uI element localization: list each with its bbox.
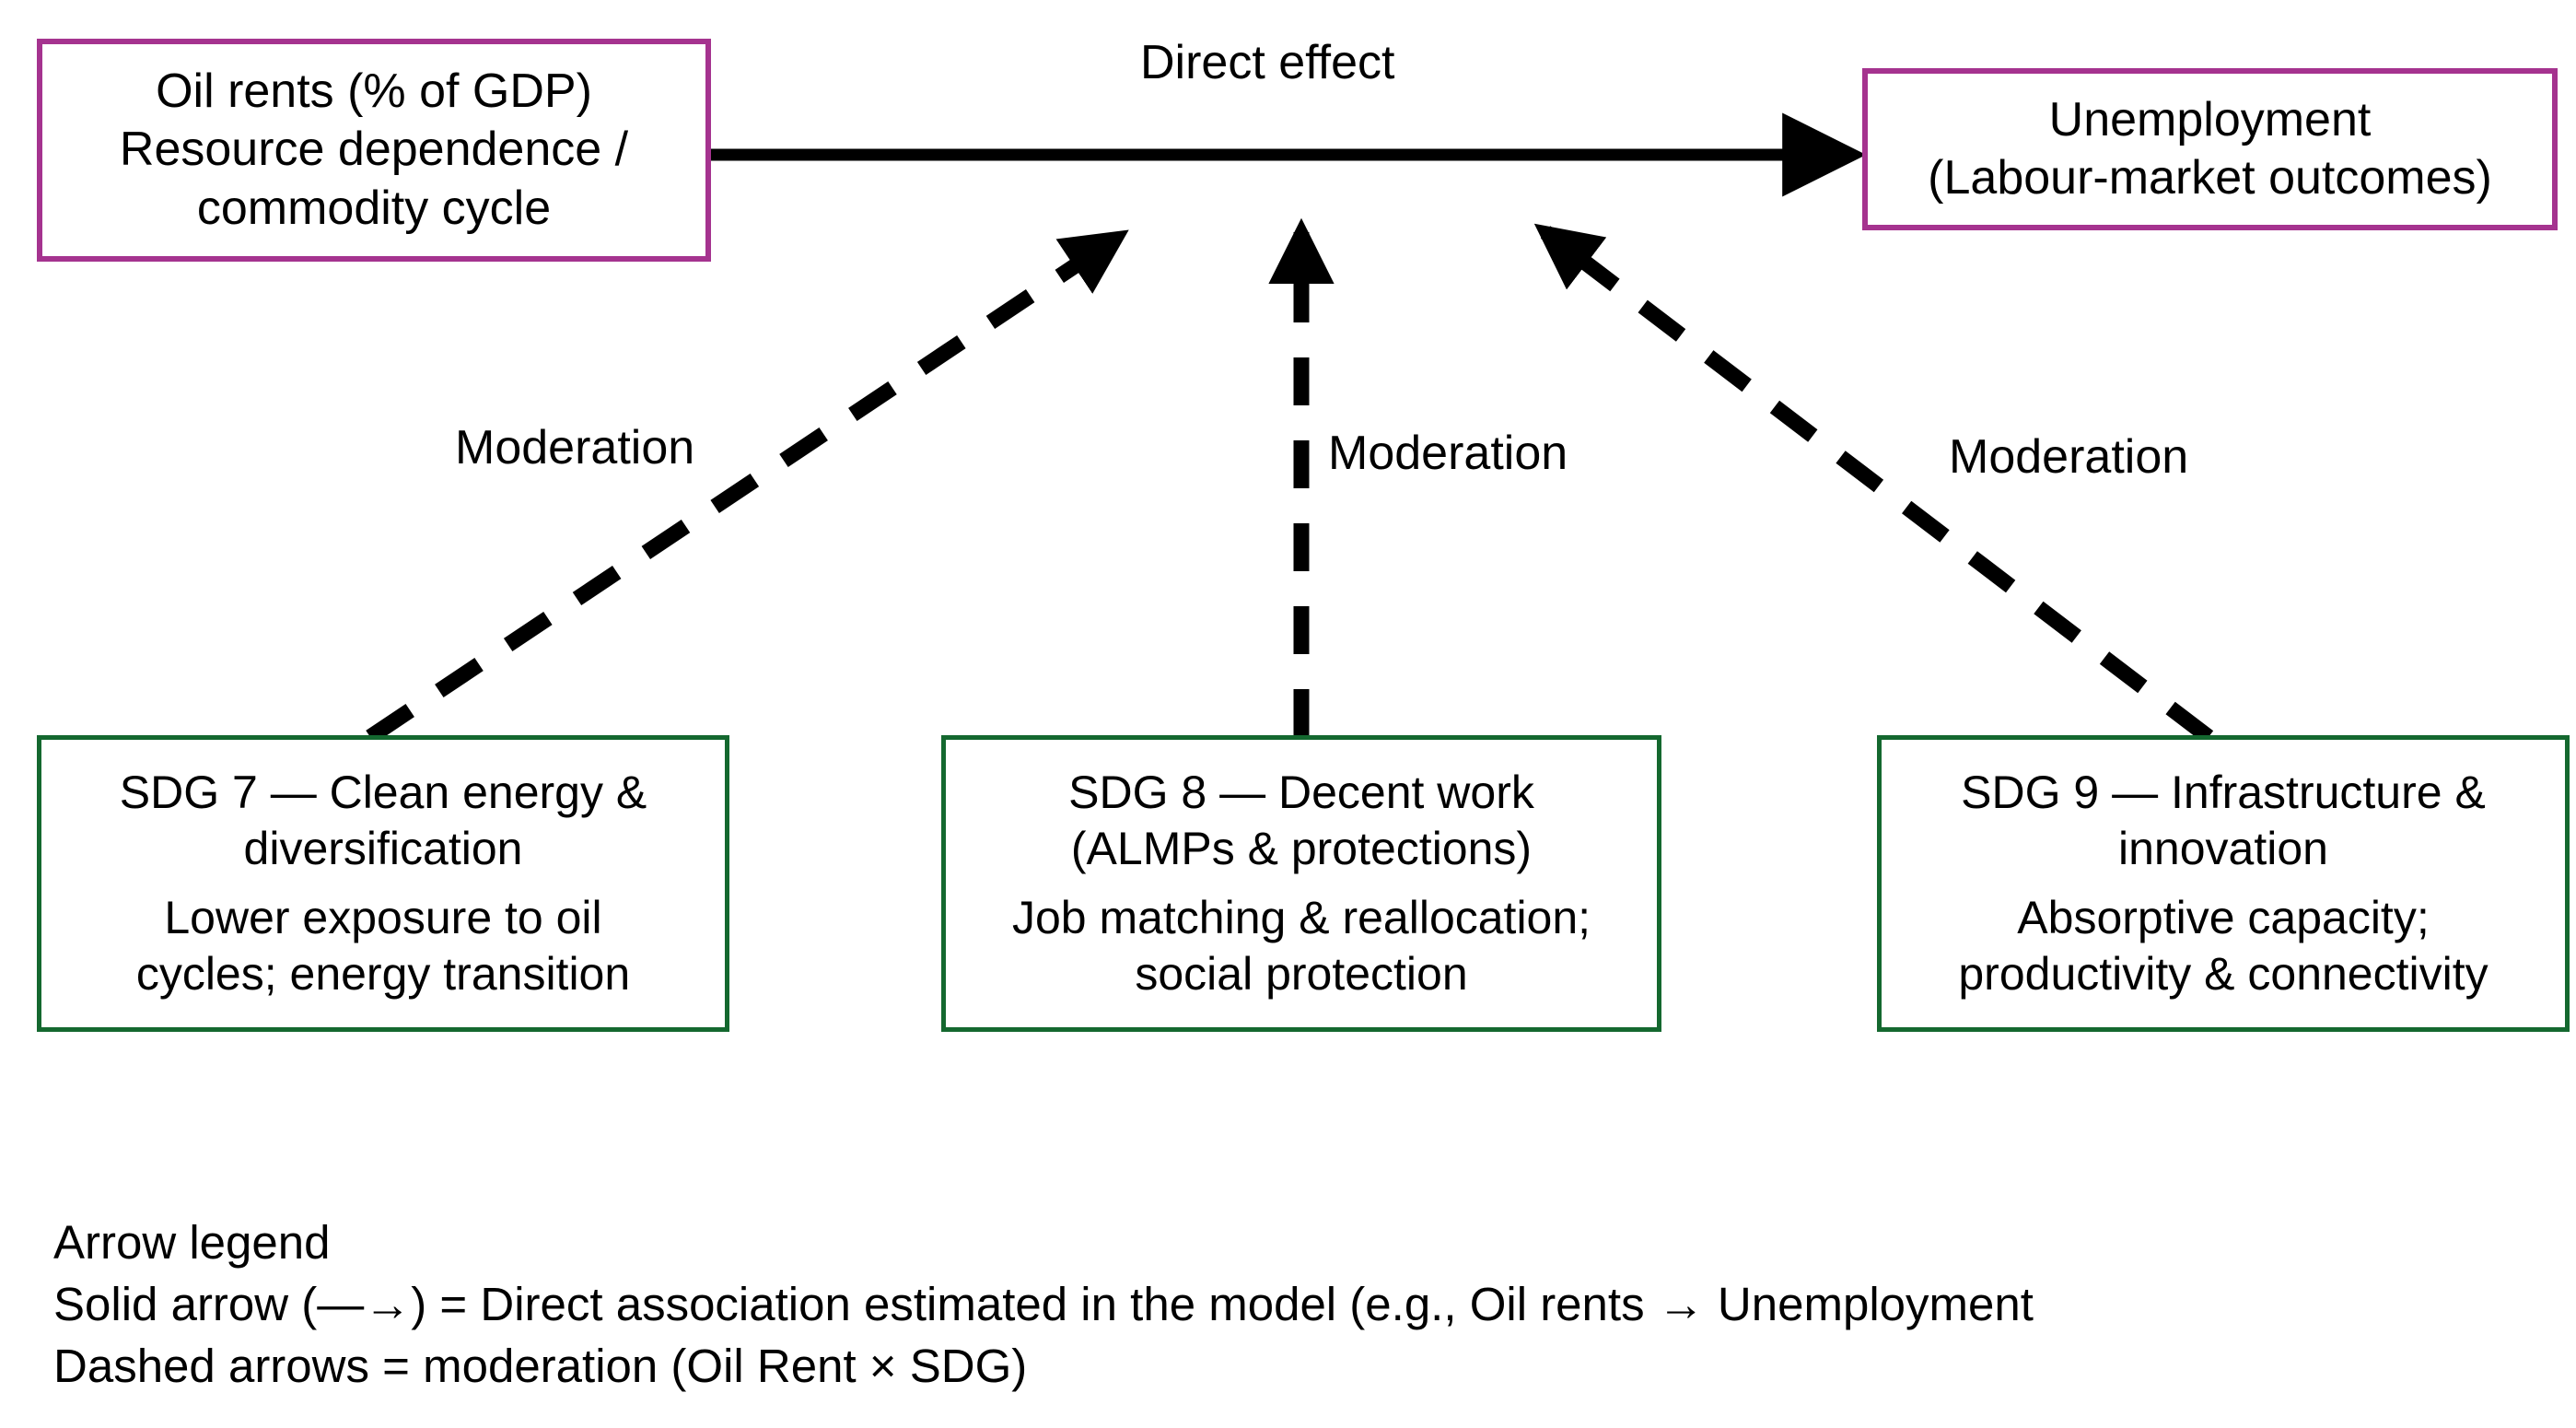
box-oil-rents-line2: Resource dependence / <box>119 123 629 177</box>
box-sdg9-line4: productivity & connectivity <box>1958 948 2489 1000</box>
legend-heading: Arrow legend <box>53 1216 331 1269</box>
box-oil-rents: Oil rents (% of GDP) Resource dependence… <box>37 39 711 262</box>
box-sdg7-line2: diversification <box>243 823 523 874</box>
box-oil-rents-line1: Oil rents (% of GDP) <box>156 64 592 118</box>
box-sdg8: SDG 8 — Decent work (ALMPs & protections… <box>941 735 1661 1032</box>
box-sdg7-line1: SDG 7 — Clean energy & <box>119 767 647 818</box>
box-sdg8-line1: SDG 8 — Decent work <box>1068 767 1534 818</box>
box-unemployment-line2: (Labour-market outcomes) <box>1928 151 2492 205</box>
label-moderation-center: Moderation <box>1328 427 1568 480</box>
box-sdg9-line3: Absorptive capacity; <box>2017 892 2430 943</box>
arrow-moderation-sdg9 <box>1533 223 2214 743</box>
box-sdg8-line4: social protection <box>1135 948 1468 1000</box>
box-sdg7: SDG 7 — Clean energy & diversification L… <box>37 735 729 1032</box>
box-sdg9-line1: SDG 9 — Infrastructure & <box>1961 767 2486 818</box>
box-unemployment-line1: Unemployment <box>2048 92 2372 146</box>
box-unemployment: Unemployment (Labour-market outcomes) <box>1862 68 2558 230</box>
label-moderation-right: Moderation <box>1949 430 2189 484</box>
box-sdg8-line2: (ALMPs & protections) <box>1070 823 1533 874</box>
box-oil-rents-line3: commodity cycle <box>196 181 552 235</box>
box-sdg9-line2: innovation <box>2118 823 2328 874</box>
legend-solid-arrow: Solid arrow (—→) = Direct association es… <box>53 1277 2034 1330</box>
box-sdg9: SDG 9 — Infrastructure & innovation Abso… <box>1877 735 2570 1032</box>
label-moderation-left: Moderation <box>455 421 695 474</box>
box-sdg7-line4: cycles; energy transition <box>135 948 631 1000</box>
box-sdg8-line3: Job matching & reallocation; <box>1011 892 1591 943</box>
arrow-legend: Arrow legend Solid arrow (—→) = Direct a… <box>53 1212 2034 1397</box>
legend-dashed-arrow: Dashed arrows = moderation (Oil Rent × S… <box>53 1339 1028 1392</box>
label-direct-effect: Direct effect <box>1140 36 1395 89</box>
arrow-moderation-sdg7 <box>366 229 1129 744</box>
box-sdg7-line3: Lower exposure to oil <box>164 892 602 943</box>
